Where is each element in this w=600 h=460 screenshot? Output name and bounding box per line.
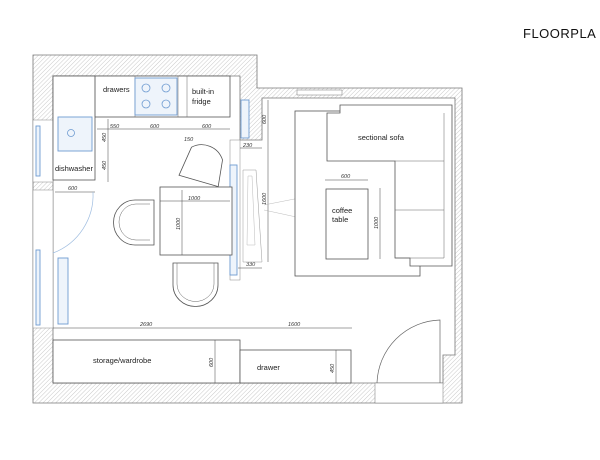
fridge-label-1: built-in: [192, 87, 214, 96]
dim-450-a: 450: [102, 132, 108, 142]
dim-330: 330: [246, 262, 256, 268]
drawers-label: drawers: [103, 85, 130, 94]
dim-1600: 1600: [262, 192, 268, 205]
hob-icon: [134, 77, 178, 116]
dim-150: 150: [184, 137, 194, 143]
coffee-table: [325, 188, 369, 260]
sink-icon: [57, 116, 93, 152]
fridge-label-2: fridge: [192, 97, 211, 106]
door-swing-entrance[interactable]: [376, 319, 441, 384]
dim-600-d: 600: [262, 114, 268, 124]
dim-230: 230: [242, 143, 253, 149]
dim-600-c: 600: [68, 186, 78, 192]
dim-1000-a: 1000: [188, 196, 201, 202]
kitchen-dimensions: [55, 100, 269, 269]
dining-table: [159, 186, 233, 256]
radiator-icon: [57, 257, 69, 325]
dim-600-a: 600: [150, 124, 160, 130]
dim-550: 550: [110, 124, 120, 130]
drawer-label: drawer: [257, 363, 280, 372]
kitchen: drawers built-in fridge dishwasher: [52, 75, 231, 181]
dim-600-f: 600: [209, 357, 215, 367]
radiator-icon: [240, 99, 250, 139]
chair: [113, 199, 155, 246]
window-top: [296, 89, 343, 96]
entrance-doorway: [374, 382, 444, 404]
dim-1000-b: 1000: [176, 217, 182, 230]
window-pane: [35, 125, 41, 177]
dim-450-b: 450: [102, 160, 108, 170]
dim-1600-b: 1600: [288, 322, 301, 328]
storage-label: storage/wardrobe: [93, 356, 151, 365]
sofa-label: sectional sofa: [358, 133, 405, 142]
dim-1000-c: 1000: [374, 216, 380, 229]
dim-2690: 2690: [139, 322, 153, 328]
dim-450-c: 450: [330, 363, 336, 373]
window-left-bottom: [35, 249, 41, 326]
chair: [172, 262, 219, 307]
dishwasher-label: dishwasher: [55, 164, 93, 173]
chair: [178, 144, 223, 188]
storage-wardrobe: [52, 339, 241, 384]
coffee-label-2: table: [332, 215, 348, 224]
floorplan-title: FLOORPLA: [523, 26, 597, 41]
drawer-unit: [239, 349, 352, 384]
dim-600-e: 600: [341, 174, 351, 180]
door-swing-left[interactable]: [52, 191, 94, 254]
dim-600-b: 600: [202, 124, 212, 130]
coffee-label-1: coffee: [332, 206, 352, 215]
